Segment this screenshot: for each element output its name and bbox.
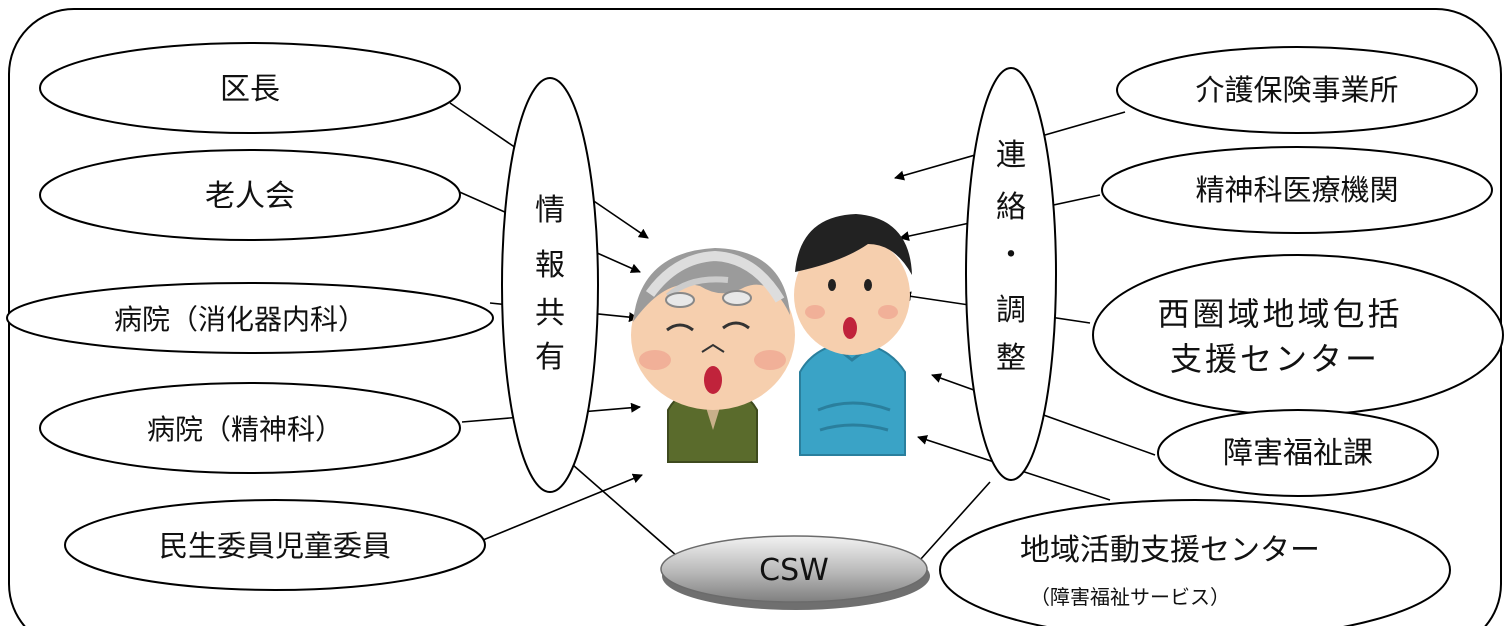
coordination-ellipse xyxy=(965,67,1057,481)
node-byoin-shoka-label: 病院（消化器内科） xyxy=(114,303,366,336)
man-illustration xyxy=(794,214,912,456)
node-shogai: 障害福祉課 xyxy=(1157,409,1439,497)
node-byoin-seishin-label: 病院（精神科） xyxy=(147,413,343,446)
info-sharing-label: 情 報 共 有 xyxy=(535,193,565,375)
info-sharing-char-2: 報 xyxy=(535,248,565,283)
info-sharing-char-4: 有 xyxy=(535,340,565,375)
node-kaigo-label: 介護保険事業所 xyxy=(1195,73,1398,107)
node-chiiki: 地域活動支援センター （障害福祉サービス） xyxy=(939,499,1451,626)
node-seishinka: 精神科医療機関 xyxy=(1101,146,1493,234)
node-hokatsu-label-line1: 西圏域地域包括 xyxy=(1157,295,1402,333)
node-chiiki-note: （障害福祉サービス） xyxy=(1030,585,1230,609)
info-sharing-ellipse xyxy=(501,77,599,493)
coordination-char-1: 連 xyxy=(996,138,1026,173)
coordination-char-4: 調 xyxy=(996,293,1026,328)
csw-node: CSW xyxy=(660,535,930,610)
info-sharing-char-3: 共 xyxy=(535,296,565,331)
csw-label: CSW xyxy=(759,553,829,588)
node-seishinka-label: 精神科医療機関 xyxy=(1195,173,1398,207)
node-hokatsu-label-line2: 支援センター xyxy=(1170,340,1380,378)
coordination-char-3: ・ xyxy=(996,238,1026,273)
coordination-char-2: 絡 xyxy=(996,190,1026,225)
node-kucho-label: 区長 xyxy=(220,72,280,107)
node-byoin-seishin: 病院（精神科） xyxy=(39,382,461,474)
node-rojinkai: 老人会 xyxy=(39,149,461,241)
node-minsei-label: 民生委員児童委員 xyxy=(159,529,391,563)
coordination-label: 連 絡 ・ 調 整 xyxy=(996,138,1026,376)
node-minsei: 民生委員児童委員 xyxy=(64,499,486,591)
node-chiiki-label: 地域活動支援センター xyxy=(1020,533,1320,568)
node-shogai-label: 障害福祉課 xyxy=(1223,436,1373,471)
node-rojinkai-label: 老人会 xyxy=(205,179,295,214)
node-byoin-shoka: 病院（消化器内科） xyxy=(6,282,494,354)
node-kucho: 区長 xyxy=(39,42,461,134)
coordination-char-5: 整 xyxy=(996,341,1026,376)
node-kaigo: 介護保険事業所 xyxy=(1116,46,1478,134)
node-hokatsu: 西圏域地域包括 支援センター xyxy=(1092,254,1504,416)
info-sharing-char-1: 情 xyxy=(535,193,565,228)
elderly-man-illustration xyxy=(631,248,795,463)
